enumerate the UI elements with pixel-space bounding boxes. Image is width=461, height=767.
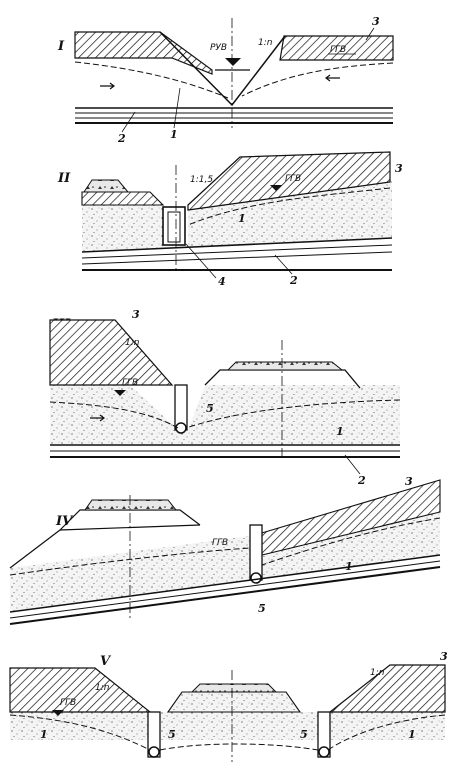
label-3: 3 xyxy=(372,15,380,28)
label-ggv: ГГВ xyxy=(330,45,346,55)
label-ruv: РУВ xyxy=(210,43,227,53)
label-3: 3 xyxy=(440,650,448,663)
drain-trench xyxy=(162,206,186,246)
label-5-left: 5 xyxy=(168,728,176,741)
drain-pipe-icon xyxy=(318,746,330,758)
water-level-marker-icon xyxy=(114,390,126,396)
water-level-marker-icon xyxy=(52,710,64,716)
label-5: 5 xyxy=(206,402,214,415)
label-1: 1 xyxy=(238,212,246,225)
label-5-right: 5 xyxy=(300,728,308,741)
flow-arrow-icon xyxy=(100,82,115,90)
flow-arrow-icon xyxy=(90,414,105,422)
panel-ii: II 1:1,5 ГГВ 3 1 4 2 xyxy=(57,151,403,288)
panel-iv-numeral: IV xyxy=(55,514,74,529)
label-4: 4 xyxy=(218,275,226,288)
label-ggv: ГГВ xyxy=(122,378,138,388)
panel-i-numeral: I xyxy=(57,39,65,54)
label-1-left: 1 xyxy=(40,728,48,741)
panel-v-numeral: V xyxy=(100,654,112,669)
label-2: 2 xyxy=(117,132,126,145)
panel-ii-numeral: II xyxy=(57,171,71,186)
panel-iii: III 3 1:n ГГВ 5 1 2 xyxy=(49,308,401,487)
label-2: 2 xyxy=(289,274,298,287)
label-slope-left: 1:n xyxy=(95,683,110,693)
panel-v: V 1:n 1:n ГГВ 3 1 1 5 5 xyxy=(9,650,448,762)
drain-pipe-icon xyxy=(250,572,262,584)
water-level-marker-icon xyxy=(270,185,282,191)
label-3: 3 xyxy=(395,162,403,175)
label-slope: 1:1,5 xyxy=(190,175,213,185)
label-3: 3 xyxy=(132,308,140,321)
label-2: 2 xyxy=(357,474,366,487)
label-1: 1 xyxy=(170,128,178,141)
label-1-right: 1 xyxy=(408,728,416,741)
label-1: 1 xyxy=(336,425,344,438)
label-slope: 1:n xyxy=(258,38,273,48)
label-slope-right: 1:n xyxy=(370,668,385,678)
flow-arrow-icon xyxy=(325,74,340,82)
label-ggv: ГГВ xyxy=(212,538,228,548)
drain-pipe-icon xyxy=(148,746,160,758)
panel-i: I РУВ 1:n ГГВ 3 2 1 xyxy=(57,15,394,145)
label-ggv: ГГВ xyxy=(285,174,301,184)
label-3: 3 xyxy=(405,475,413,488)
label-5: 5 xyxy=(258,602,266,615)
label-1: 1 xyxy=(345,560,353,573)
panel-iv: IV ГГВ 3 1 5 xyxy=(9,475,441,625)
label-ggv: ГГВ xyxy=(60,698,76,708)
water-level-marker-icon xyxy=(225,58,241,66)
label-slope: 1:n xyxy=(125,338,140,348)
